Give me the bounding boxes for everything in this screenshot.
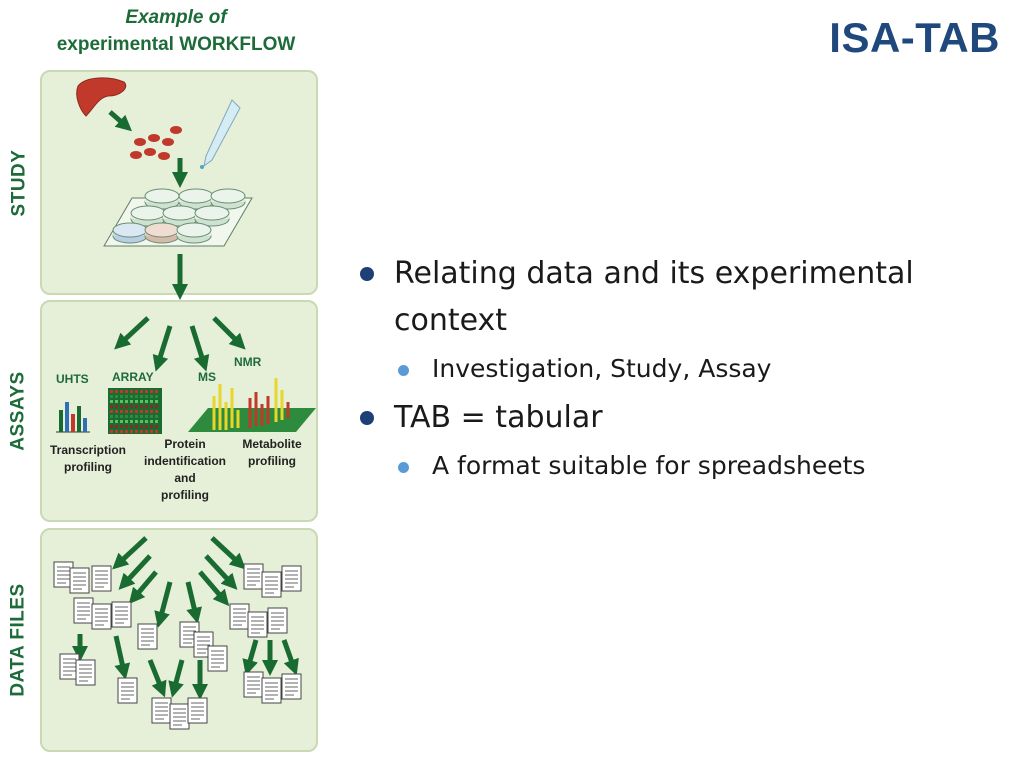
sub-bullet-dot-icon: [398, 365, 409, 376]
well-plate-icon: [103, 188, 253, 247]
assay-type-transcription-line2: profiling: [64, 460, 112, 474]
assay-label-ms: MS: [198, 370, 216, 384]
bullet-dot-icon: [360, 411, 374, 425]
bullet-item: Relating data and its experimental conte…: [356, 250, 996, 344]
sub-bullet-text: Investigation, Study, Assay: [432, 354, 772, 383]
data-files-arrows: [71, 536, 299, 701]
assay-type-metabolite-line2: profiling: [248, 454, 296, 468]
sub-bullet-dot-icon: [398, 462, 409, 473]
assay-type-protein-line3: and: [174, 471, 196, 485]
figure-caption: Example of experimental WORKFLOW: [0, 4, 352, 58]
assay-label-array: ARRAY: [112, 370, 154, 384]
figure-caption-line1: Example of: [125, 7, 227, 28]
slide-title: ISA-TAB: [829, 14, 1000, 61]
pipette-icon: [200, 99, 241, 169]
assays-arrows: [114, 316, 246, 372]
bullet-text-line1: TAB = tabular: [394, 400, 603, 435]
liver-icon: [76, 77, 127, 117]
bullet-text-line2: context: [394, 303, 508, 338]
assay-label-uhts: UHTS: [56, 372, 89, 386]
assay-type-protein-line4: profiling: [161, 488, 209, 502]
workflow-figure: Example of experimental WORKFLOW STUDY A…: [0, 0, 340, 768]
uhts-bar-icon: [56, 402, 90, 433]
bullet-text-line1: Relating data and its experimental: [394, 256, 914, 291]
sub-bullet-item: Investigation, Study, Assay: [356, 350, 996, 388]
microarray-icon: [108, 388, 162, 434]
assay-type-protein-line1: Protein: [164, 437, 206, 451]
bullet-item: TAB = tabular: [356, 394, 996, 441]
bullet-dot-icon: [360, 267, 374, 281]
study-arrow-1: [108, 110, 133, 132]
cells-icon: [130, 126, 182, 160]
assay-label-nmr: NMR: [234, 355, 262, 369]
sub-bullet-text: A format suitable for spreadsheets: [432, 451, 866, 480]
sub-bullet-item: A format suitable for spreadsheets: [356, 447, 996, 485]
workflow-artwork: [53, 77, 316, 730]
assay-type-protein-line2: indentification: [144, 454, 226, 468]
ms-nmr-spectrum-icon: [188, 378, 316, 432]
assay-type-metabolite-line1: Metabolite: [242, 437, 302, 451]
assay-type-transcription-line1: Transcription: [49, 443, 126, 457]
assay-type-protein: Protein indentification and profiling: [134, 436, 236, 504]
data-file-icons: [53, 561, 302, 730]
bullet-list: Relating data and its experimental conte…: [356, 250, 996, 491]
assay-type-metabolite: Metabolite profiling: [232, 436, 312, 470]
figure-caption-line2: experimental WORKFLOW: [56, 34, 296, 55]
assay-type-transcription: Transcription profiling: [42, 442, 134, 476]
